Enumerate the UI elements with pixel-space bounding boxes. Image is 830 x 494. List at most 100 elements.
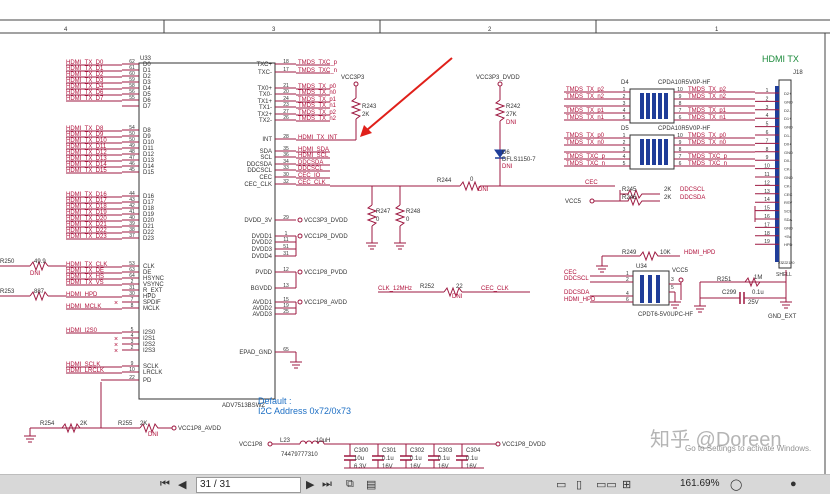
u33-pin-name: D9: [143, 134, 151, 140]
u33-net-label: HDMI_TX_D22: [66, 228, 107, 234]
two-page-icon[interactable]: ▭▭: [596, 479, 617, 491]
u33-pin-name: MCLK: [143, 306, 160, 312]
prev-page-icon[interactable]: ◀: [178, 479, 187, 491]
j18-pin-name: GND: [784, 175, 793, 180]
u33-pin-number: 13: [283, 283, 289, 289]
j18-pin-number: 5: [766, 122, 769, 128]
u33-net-label: HDMI_TX_INT: [298, 135, 338, 141]
next-page-icon[interactable]: ▶: [306, 479, 315, 491]
shell-net-group: R251 1M C299 0.1u 25V GND_EXT: [694, 270, 797, 320]
cap-ref: C302: [410, 448, 425, 454]
u33-pin-number: 2: [131, 345, 134, 351]
j18-pin-name: D1-: [784, 133, 791, 138]
u33-pin-number: 15: [283, 297, 289, 303]
j18-pin-number: 8: [766, 147, 769, 153]
u34-pin: 6: [626, 297, 629, 303]
j18-shell-pin: 23: [778, 260, 783, 265]
no-connect-icon: ×: [114, 300, 118, 307]
frame-col-label: 4: [64, 27, 68, 33]
u34-pin: 5: [671, 285, 674, 291]
u33-pin-name: TX0+: [257, 86, 272, 92]
vcc1p8-label: VCC1P8: [239, 442, 263, 448]
d6-part: DFLS1150-7: [502, 157, 536, 163]
single-page-icon[interactable]: ▭: [556, 479, 567, 491]
u33-net-label: HDMI_TX_D10: [66, 138, 107, 144]
d5-net: TMDS_TXC_p: [688, 154, 728, 160]
u33-pin-name: CEC: [259, 175, 272, 181]
u33-net-label: HDMI_TX_D14: [66, 162, 107, 168]
u33-pin-number: 59: [129, 77, 135, 83]
d5-net: TMDS_TX_n0: [688, 140, 727, 146]
j18-pin-name: D0+: [784, 141, 792, 146]
u34-net-cec: CEC: [564, 270, 577, 276]
left-res-value: 49.9: [34, 259, 46, 265]
d4-net: TMDS_TX_p1: [688, 108, 727, 114]
u33-pin-number: 42: [129, 203, 135, 209]
u33-pin-name: R_EXT: [143, 288, 163, 294]
u33-pin-name: I2S0: [143, 330, 156, 336]
j18-pin-name: HPD: [784, 242, 793, 247]
d4-net: TMDS_TX_p1: [566, 108, 605, 114]
j18-pin-number: 11: [764, 172, 769, 178]
j18-pin-name: RSV: [784, 200, 793, 205]
continuous-page-icon[interactable]: ▯: [576, 479, 583, 491]
zoom-in-icon[interactable]: ●: [790, 478, 797, 490]
u33-pin-name: VSYNC: [143, 282, 164, 288]
j18-pin-name: GND: [784, 150, 793, 155]
u33-pin-name: TX1-: [259, 105, 272, 111]
d4-net: TMDS_TX_p2: [566, 87, 605, 93]
u33-pin-name: EPAD_GND: [239, 350, 272, 356]
d5-pin: 6: [679, 161, 682, 167]
first-page-icon[interactable]: ⏮: [160, 478, 170, 490]
r247-value: 0: [376, 217, 380, 223]
u34-pin: 1: [626, 271, 629, 277]
u33-net-label: HDMI_TX_D12: [66, 150, 107, 156]
u33-net-label: TMDS_TXC_n: [298, 68, 337, 74]
u33-pin-number: 27: [283, 109, 289, 115]
red-arrow-icon: [360, 57, 453, 137]
d5-net: TMDS_TXC_n: [566, 161, 605, 167]
u33-pin-name: AVDD1: [252, 300, 272, 306]
u33-net-label: HDMI_TX_HS: [66, 274, 104, 280]
page-number-input[interactable]: 31 / 31: [196, 477, 301, 493]
u33-net-label: TMDS_TX_p0: [298, 84, 337, 90]
u33-pin-number: 18: [283, 59, 289, 65]
sheet-background: [0, 0, 830, 474]
u33-pin-name: DVDD_3V: [244, 218, 272, 224]
u33-pin-number: 41: [129, 209, 135, 215]
zoom-level[interactable]: 161.69%: [680, 478, 720, 489]
u33-pin-name: D18: [143, 206, 155, 212]
u33-pin-name: D11: [143, 146, 154, 152]
no-connect-icon: ×: [114, 342, 118, 349]
u33-pin-name: SPDIF: [143, 300, 161, 306]
u33-pin-name: TX1+: [257, 99, 272, 105]
last-page-icon[interactable]: ⏭: [322, 478, 332, 490]
d5-pin: 5: [623, 161, 626, 167]
u33-pin-number: 54: [129, 125, 135, 131]
two-page-continuous-icon[interactable]: ⊞: [622, 479, 632, 491]
u33-pin-name: DVDD4: [252, 254, 273, 260]
u33-pin-name: D15: [143, 170, 155, 176]
u33-pin-name: D3: [143, 80, 151, 86]
u33-net-label: HDMI_TX_D9: [66, 132, 104, 138]
d4-pin: 8: [679, 101, 682, 107]
ddc-sda-net: DDCSDA: [680, 195, 705, 201]
u33-pin-name: BGVDD: [251, 286, 273, 292]
j18-pin-name: D2-: [784, 108, 791, 113]
j18-pin-number: 16: [764, 214, 770, 220]
u34-part: CPDT6-5V0UPC-HF: [638, 312, 693, 318]
zhihu-watermark: 知乎 @Doreen: [650, 429, 782, 451]
u33-net-label: HDMI_TX_D20: [66, 216, 107, 222]
u33-pin-name: D5: [143, 92, 151, 98]
r242-ref: R242: [506, 104, 521, 110]
u33-pin-number: 65: [283, 347, 289, 353]
copy-icon[interactable]: ⧉: [346, 478, 354, 490]
zoom-out-icon[interactable]: ◯: [730, 479, 743, 491]
cap-voltage: 6.3V: [354, 464, 366, 470]
d4-pin: 5: [623, 115, 626, 121]
clk-out-net: CEC_CLK: [481, 286, 509, 292]
u33-pin-name: D0: [143, 62, 151, 68]
u34-esd: U34 CEC DDCSCL DDCSDA HDMI_HPD 1 2 4 6 3…: [564, 264, 693, 318]
u33-part: ADV7513BSWZ: [222, 403, 265, 409]
print-icon[interactable]: ▤: [366, 479, 377, 491]
